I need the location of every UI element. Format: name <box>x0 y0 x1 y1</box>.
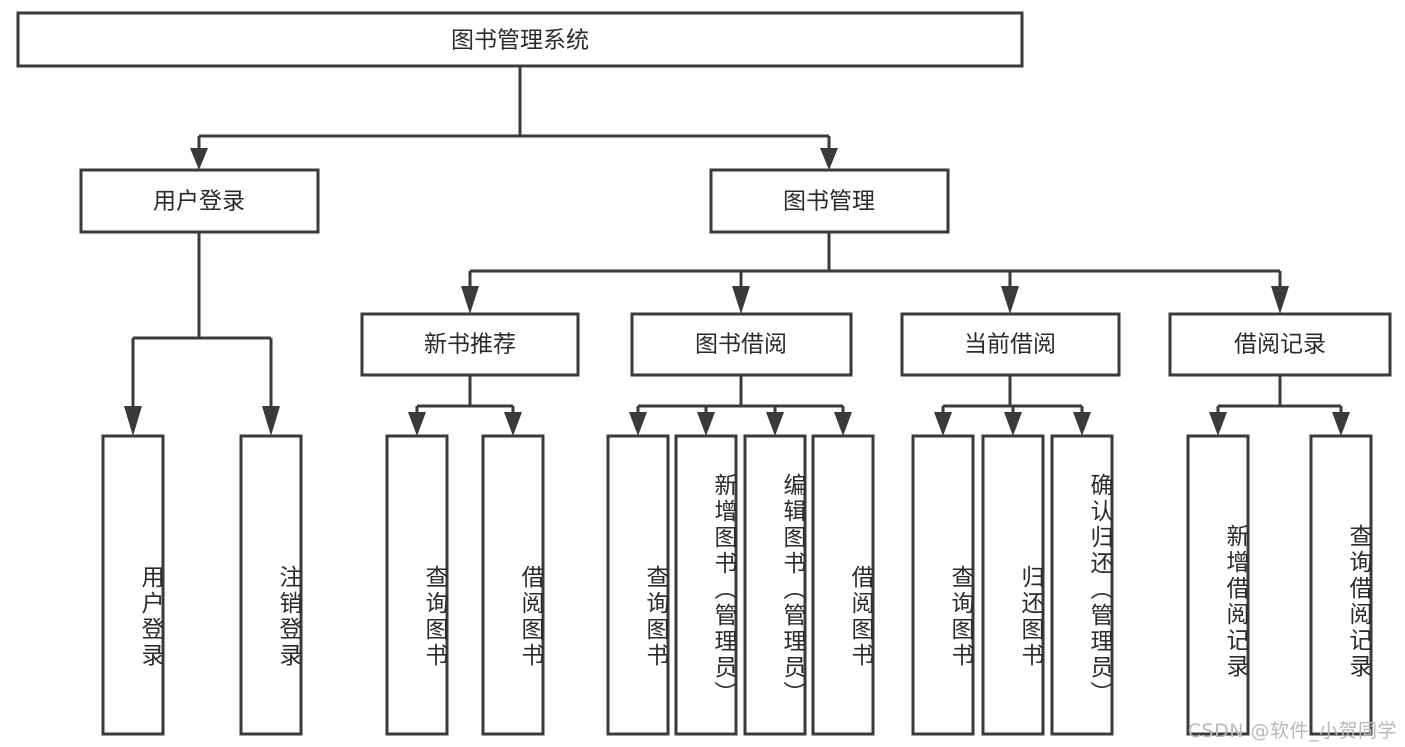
leaf-box-query-book-newbook[interactable] <box>385 434 449 736</box>
node-root-label: 图书管理系统 <box>451 28 589 54</box>
leaf-box-logout[interactable] <box>239 434 303 736</box>
leaf-box-borrow-book[interactable] <box>811 434 875 736</box>
node-current-borrow-box[interactable] <box>900 312 1121 377</box>
arrow-head-book-borrow-leaf-3 <box>766 412 784 436</box>
arrow-head-user-login-leaf-1 <box>124 406 142 436</box>
node-current-borrow-label: 当前借阅 <box>964 332 1056 358</box>
arrow-head-borrow-record-leaf-2 <box>1332 412 1350 436</box>
node-new-book-box[interactable] <box>360 312 580 377</box>
node-borrow-record-box[interactable] <box>1168 312 1392 377</box>
node-book-mgmt-box[interactable] <box>709 168 950 234</box>
connector-group-new-book <box>408 375 522 436</box>
arrow-head-new-book-leaf-1 <box>408 412 426 436</box>
arrow-head-user-login-leaf-2 <box>262 406 280 436</box>
arrow-head-book-mgmt-child-1 <box>461 286 479 314</box>
arrow-head-book-mgmt-child-4 <box>1271 286 1289 314</box>
leaf-box-edit-book-admin[interactable] <box>743 434 807 736</box>
watermark-text: CSDN @软件_小贺同学 <box>1187 720 1397 742</box>
leaf-box-query-borrow-record[interactable] <box>1309 434 1373 736</box>
leaf-box-query-book-borrow[interactable] <box>606 434 670 736</box>
arrow-head-root-to-book-mgmt <box>820 148 838 170</box>
connector-group-borrow-record <box>1209 375 1350 436</box>
arrow-head-borrow-record-leaf-1 <box>1209 412 1227 436</box>
leaf-box-user-login[interactable] <box>101 434 165 736</box>
arrow-head-book-borrow-leaf-4 <box>834 412 852 436</box>
node-new-book-label: 新书推荐 <box>424 332 516 358</box>
connector-group-book-mgmt <box>461 232 1289 314</box>
leaf-box-confirm-return-admin[interactable] <box>1050 434 1114 736</box>
connector-group-book-borrow <box>629 375 852 436</box>
node-user-login-box[interactable] <box>79 168 320 234</box>
leaf-box-borrow-book-newbook[interactable] <box>481 434 545 736</box>
leaf-box-add-borrow-record[interactable] <box>1186 434 1250 736</box>
node-root-box[interactable] <box>16 11 1024 68</box>
node-book-borrow-box[interactable] <box>630 312 853 377</box>
node-user-login-label: 用户登录 <box>153 189 245 215</box>
arrow-head-current-borrow-leaf-2 <box>1004 412 1022 436</box>
leaf-box-add-book-admin[interactable] <box>674 434 738 736</box>
connector-group-current-borrow <box>934 375 1091 436</box>
arrow-head-current-borrow-leaf-1 <box>934 412 952 436</box>
node-book-borrow-label: 图书借阅 <box>695 332 787 358</box>
arrow-head-new-book-leaf-2 <box>504 412 522 436</box>
arrow-head-book-mgmt-child-2 <box>732 286 750 314</box>
node-book-mgmt-label: 图书管理 <box>783 189 875 215</box>
arrow-head-book-mgmt-child-3 <box>1001 286 1019 314</box>
leaf-box-return-book[interactable] <box>981 434 1045 736</box>
arrow-head-book-borrow-leaf-1 <box>629 412 647 436</box>
arrow-head-root-to-user-login <box>190 148 208 170</box>
arrow-head-book-borrow-leaf-2 <box>697 412 715 436</box>
arrow-head-current-borrow-leaf-3 <box>1073 412 1091 436</box>
node-borrow-record-label: 借阅记录 <box>1234 332 1326 358</box>
connector-group-root <box>190 66 838 170</box>
connector-group-user-login <box>124 232 280 436</box>
leaf-box-query-book-current[interactable] <box>911 434 975 736</box>
